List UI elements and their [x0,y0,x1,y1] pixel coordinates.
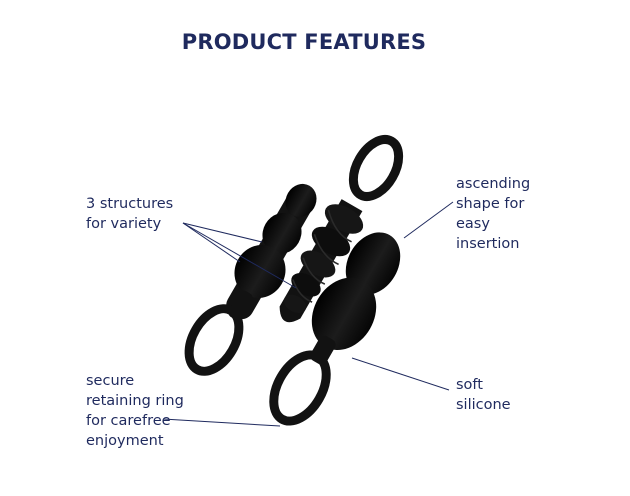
beaded-plug [184,183,317,376]
feature-label-ascending-shape: ascending shape for easy insertion [456,176,531,252]
tapered-plug [269,232,401,426]
feature-label-variety: 3 structures for variety [86,196,174,232]
page-title: PRODUCT FEATURES [181,30,427,54]
callout-lines [162,201,454,427]
feature-label-retaining-ring: secure retaining ring for carefree enjoy… [86,373,184,449]
twisted-plug [279,135,404,323]
feature-label-soft-silicone: soft silicone [456,377,511,413]
